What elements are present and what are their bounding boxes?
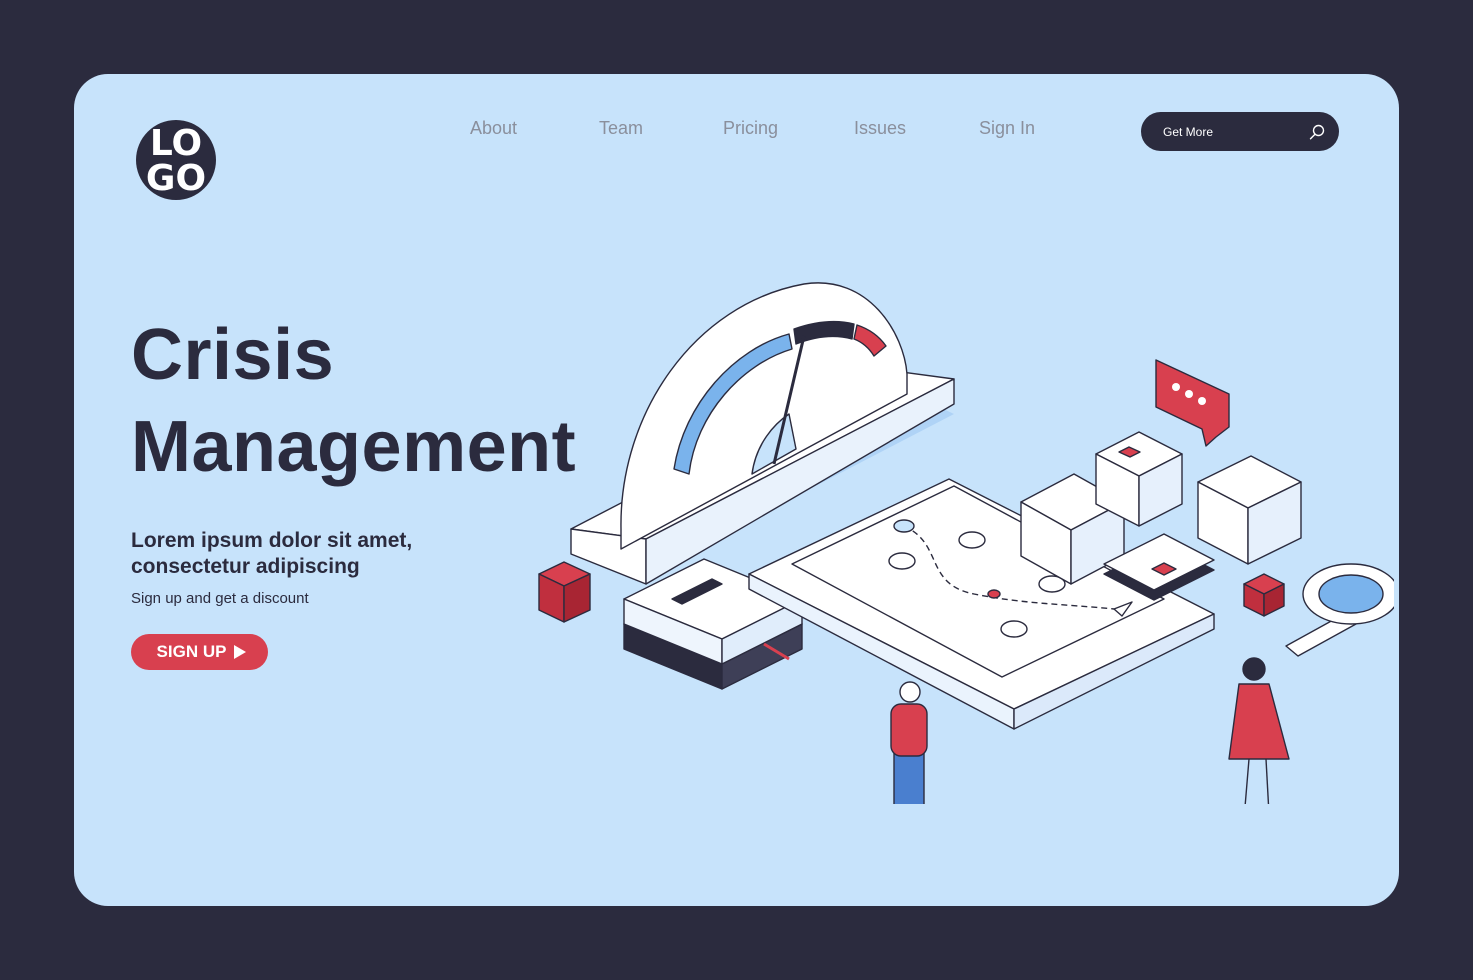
title-line-1: Crisis xyxy=(131,315,335,395)
person-woman xyxy=(1228,657,1290,804)
play-icon xyxy=(234,645,247,659)
cube-right xyxy=(1243,573,1285,617)
logo-line-1: LO xyxy=(150,123,202,164)
search-bar xyxy=(1141,112,1339,151)
gauge-illustration xyxy=(570,282,955,585)
discount-text: Sign up and get a discount xyxy=(131,590,309,607)
nav-about[interactable]: About xyxy=(470,118,518,138)
crisis-illustration xyxy=(538,282,1394,804)
books-stack xyxy=(623,558,803,690)
nav-sign-in[interactable]: Sign In xyxy=(979,118,1036,138)
sign-up-label: SIGN UP xyxy=(156,642,227,661)
title-line-2: Management xyxy=(131,407,577,487)
search-input[interactable] xyxy=(1163,112,1303,151)
subtitle-line-1: Lorem ipsum dolor sit amet, xyxy=(131,529,413,552)
nav-issues[interactable]: Issues xyxy=(854,118,907,138)
logo-line-2: GO xyxy=(146,158,206,199)
chat-bubble xyxy=(1155,359,1230,447)
boxes-group xyxy=(1020,431,1302,585)
nav-team[interactable]: Team xyxy=(599,118,644,138)
page-title: Crisis Management xyxy=(131,309,576,493)
subtitle-line-2: consectetur adipiscing xyxy=(131,555,360,578)
person-man xyxy=(890,681,928,804)
logo-mark: LO GO xyxy=(146,123,206,199)
hero-subtitle: Lorem ipsum dolor sit amet, consectetur … xyxy=(131,528,491,580)
logo[interactable]: LO GO xyxy=(136,120,216,200)
sign-up-button[interactable]: SIGN UP xyxy=(131,634,268,670)
search-icon[interactable] xyxy=(1307,122,1327,142)
cube-left xyxy=(538,561,591,623)
nav-pricing[interactable]: Pricing xyxy=(723,118,779,138)
magnifier xyxy=(1285,563,1394,657)
papers-stack xyxy=(1103,533,1215,601)
map-board xyxy=(748,478,1215,730)
landing-card: LO GO About Team Pricing Issues Sign In … xyxy=(74,74,1399,906)
